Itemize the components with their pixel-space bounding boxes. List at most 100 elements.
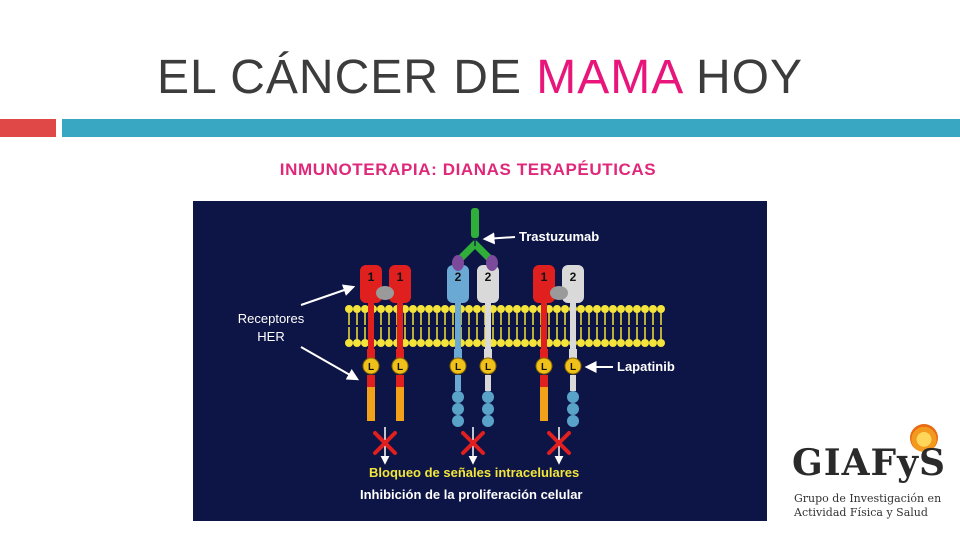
lipid-head [601, 339, 609, 347]
receptor-2: 1L [389, 265, 411, 421]
lipid-head [409, 305, 417, 313]
lipid-head [641, 305, 649, 313]
lipid-head [417, 339, 425, 347]
lipid-head [497, 339, 505, 347]
lipid-head [465, 339, 473, 347]
lipid-head [441, 339, 449, 347]
receptor-number: 1 [397, 270, 404, 284]
lipid-head [353, 339, 361, 347]
receptor-transmembrane [570, 303, 576, 349]
kinase-domain [479, 357, 497, 375]
kinase-domain [564, 357, 582, 375]
title-part-2: HOY [681, 51, 804, 104]
receptor-5: 1L [533, 265, 555, 421]
block-x [373, 431, 397, 455]
lipid-head [409, 339, 417, 347]
lipid-head [425, 305, 433, 313]
lipid-head [585, 305, 593, 313]
receptor-tail-bead [452, 391, 464, 403]
receptor-juxtamembrane [454, 349, 462, 359]
lipid-head [513, 339, 521, 347]
lipid-head [585, 339, 593, 347]
lipid-head [561, 339, 569, 347]
receptor-juxtamembrane [569, 349, 577, 359]
receptor-transmembrane [541, 303, 547, 349]
receptor-tail-bead [482, 391, 494, 403]
receptor-tail-bead [452, 415, 464, 427]
title-bar-blue [62, 119, 960, 137]
trastuzumab-antibody: T [452, 208, 498, 271]
block-3 [547, 427, 571, 465]
receptor-juxtamembrane [484, 349, 492, 359]
label-trastuzumab: Trastuzumab [519, 229, 599, 244]
lipid-head [441, 305, 449, 313]
receptor-extracellular [389, 265, 411, 303]
antibody-letter: T [472, 238, 478, 248]
lipid-head [625, 305, 633, 313]
receptor-tail-orange [367, 387, 375, 421]
lipid-head [377, 339, 385, 347]
kinase-letter: L [397, 362, 403, 373]
lipid-head [425, 339, 433, 347]
receptor-extracellular [477, 265, 499, 303]
receptor-juxtamembrane [367, 349, 375, 359]
block-1 [373, 427, 397, 465]
signal-blocks [373, 427, 571, 465]
block-x [461, 431, 485, 455]
receptor-juxtamembrane [540, 349, 548, 359]
diagram-background [193, 201, 767, 521]
slide-title: EL CÁNCER DE MAMA HOY [0, 48, 960, 108]
receptor-tail-bead [482, 415, 494, 427]
lipid-head [577, 305, 585, 313]
receptor-tail-orange [540, 387, 548, 421]
slide-subtitle: INMUNOTERAPIA: DIANAS TERAPÉUTICAS [279, 160, 657, 179]
lipid-head [473, 339, 481, 347]
receptor-number: 1 [541, 270, 548, 284]
arrow-trastuzumab [482, 232, 516, 245]
lipid-head [505, 339, 513, 347]
lipid-head [633, 339, 641, 347]
receptor-tail-bead [567, 403, 579, 415]
lipid-head [617, 305, 625, 313]
kinase-letter: L [541, 362, 547, 373]
ligand [376, 286, 394, 300]
lipid-head [361, 305, 369, 313]
lipid-head [577, 339, 585, 347]
lipid-head [385, 339, 393, 347]
title-accent: MAMA [536, 51, 682, 104]
logo-line-1: Grupo de Investigación en [794, 492, 942, 505]
kinase-letter: L [455, 362, 461, 373]
title-bar-red [0, 119, 56, 137]
lipid-head [633, 305, 641, 313]
lipid-head [377, 305, 385, 313]
receptor-juxtamembrane [396, 349, 404, 359]
receptor-extracellular [533, 265, 555, 303]
lipid-head [561, 305, 569, 313]
receptor-tail-bead [482, 403, 494, 415]
receptor-transmembrane [455, 303, 461, 349]
lipid-head [353, 305, 361, 313]
receptor-tail [485, 375, 491, 391]
title-part-1: EL CÁNCER DE [156, 51, 537, 104]
receptor-4: 2L [477, 265, 499, 427]
receptor-3: 2L [447, 265, 469, 427]
receptor-extracellular [447, 265, 469, 303]
receptor-transmembrane [397, 303, 403, 349]
kinase-domain [362, 357, 380, 375]
lipid-head [513, 305, 521, 313]
lipid-head [649, 305, 657, 313]
label-receptores: Receptores [238, 311, 305, 326]
receptor-number: 1 [368, 270, 375, 284]
lipid-head [657, 339, 665, 347]
kinase-letter: L [368, 362, 374, 373]
logo-line-2: Actividad Física y Salud [794, 506, 928, 519]
lipid-head [345, 305, 353, 313]
label-inhibicion: Inhibición de la proliferación celular [360, 487, 583, 502]
receptor-tail-orange [396, 387, 404, 421]
label-her: HER [257, 329, 284, 344]
lipid-head [521, 339, 529, 347]
ligand [550, 286, 568, 300]
lipid-head [473, 305, 481, 313]
block-x [547, 431, 571, 455]
